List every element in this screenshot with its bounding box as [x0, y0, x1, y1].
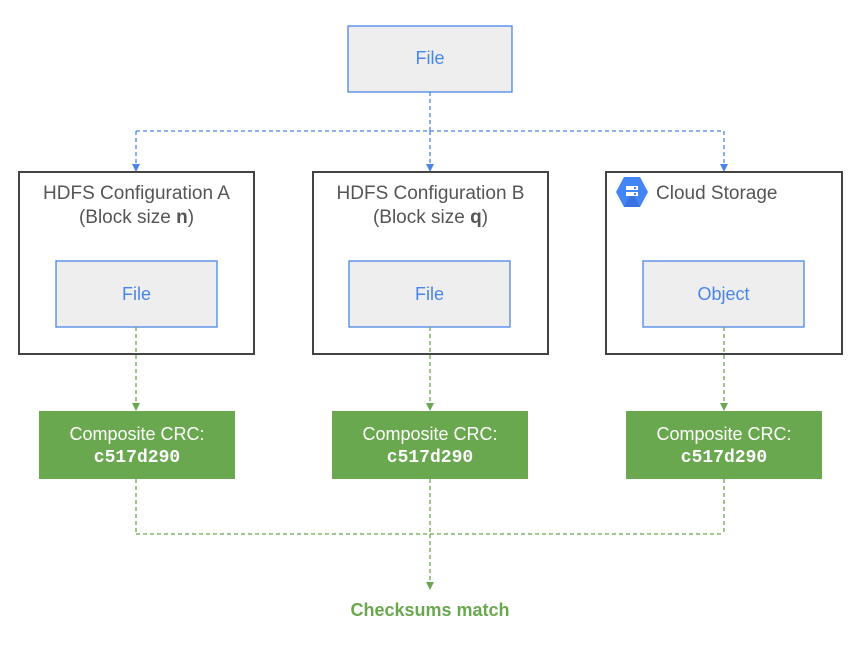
config-a-file-label: File [121, 284, 151, 304]
cloud-storage-icon [616, 177, 648, 207]
cloud-object-box [642, 260, 805, 328]
cloud-object-label: Object [697, 284, 750, 304]
cloud-storage-title: Cloud Storage [656, 183, 778, 204]
config-b-title-line1: HDFS Configuration B [336, 183, 525, 204]
config-a-title: HDFS Configuration A (Block size n) [19, 182, 254, 230]
crc-value: c517d290 [93, 448, 181, 468]
crc-box-config-b [332, 411, 528, 479]
top-file-label: File [415, 48, 445, 68]
crc-box-cloud-storage [626, 411, 822, 479]
merge-connectors [135, 479, 725, 590]
top-file-box [347, 25, 513, 93]
crc-label: Composite CRC: [69, 424, 205, 444]
config-a-title-line2: (Block size n) [78, 207, 195, 228]
file-distribution-connectors [132, 92, 728, 172]
crc-box-config-a [39, 411, 235, 479]
checksums-match-label: Checksums match [350, 600, 510, 620]
crc-connectors [132, 327, 728, 411]
crc-value: c517d290 [680, 448, 768, 468]
crc-value: c517d290 [386, 448, 474, 468]
config-a-file-box [55, 260, 218, 328]
config-b-file-box [348, 260, 511, 328]
config-a-title-line1: HDFS Configuration A [43, 183, 230, 204]
crc-label: Composite CRC: [656, 424, 792, 444]
config-b-title-line2: (Block size q) [372, 207, 489, 228]
crc-config-a: Composite CRC: c517d290 [39, 422, 235, 470]
config-b-file-label: File [414, 284, 444, 304]
config-b-title: HDFS Configuration B (Block size q) [313, 182, 548, 230]
crc-config-b: Composite CRC: c517d290 [332, 422, 528, 470]
crc-cloud-storage: Composite CRC: c517d290 [626, 422, 822, 470]
crc-label: Composite CRC: [362, 424, 498, 444]
